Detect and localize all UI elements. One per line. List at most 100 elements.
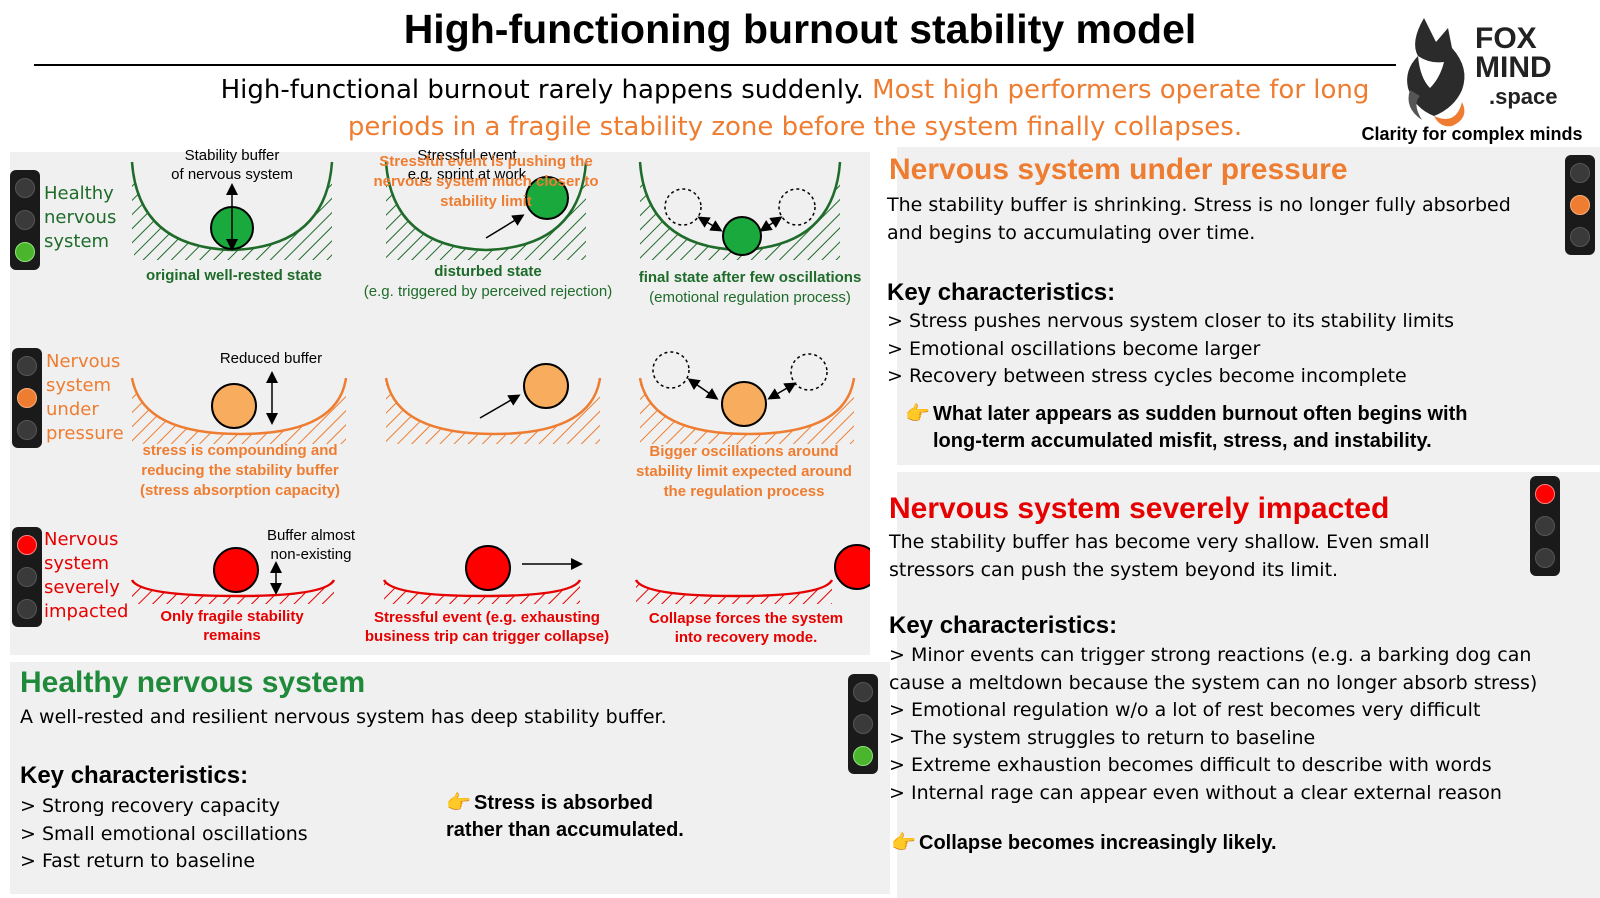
pressure-heading: Nervous system under pressure bbox=[889, 153, 1348, 186]
description-line: The stability buffer has become very sha… bbox=[889, 531, 1430, 553]
healthy-callout: 👉Stress is absorbed rather than accumula… bbox=[446, 790, 684, 844]
caption-line: Only fragile stability bbox=[160, 608, 304, 625]
caption-severe-2: Stressful event (e.g. exhausting busines… bbox=[356, 608, 618, 646]
pressure-key-heading: Key characteristics: bbox=[887, 279, 1116, 306]
well-severe-3 bbox=[634, 544, 870, 604]
stability-wells-diagram bbox=[130, 161, 870, 604]
annotation-line: e.g. sprint at work bbox=[407, 166, 527, 183]
list-item: > Fast return to baseline bbox=[20, 850, 256, 872]
fox-logo-icon bbox=[1407, 18, 1465, 127]
row-label-healthy: Healthy nervous system bbox=[44, 182, 116, 254]
list-item: > Stress pushes nervous system closer to… bbox=[887, 310, 1455, 332]
row-label-line: system bbox=[46, 375, 112, 396]
list-item: > Strong recovery capacity bbox=[20, 795, 281, 817]
logo-wordmark: FOX MIND .space bbox=[1475, 24, 1558, 111]
well-severe-1 bbox=[130, 547, 336, 604]
stability-diagram-panel: Healthy nervous system Nervous system un… bbox=[10, 147, 872, 655]
logo-tagline: Clarity for complex minds bbox=[1361, 124, 1583, 144]
list-item: > The system struggles to return to base… bbox=[889, 726, 1316, 749]
caption-subline: (e.g. triggered by perceived rejection) bbox=[363, 283, 613, 300]
caption-line: (stress absorption capacity) bbox=[139, 482, 341, 499]
list-item: > Minor events can trigger strong reacti… bbox=[889, 644, 1532, 666]
logo-line-space: .space bbox=[1489, 84, 1558, 109]
well-healthy-2 bbox=[384, 161, 588, 260]
row-label-pressure: Nervous system under pressure bbox=[46, 350, 124, 446]
row-label-line: under bbox=[46, 399, 99, 420]
annotation-reduced-buffer: Reduced buffer bbox=[208, 349, 334, 369]
caption-line: stability limit bbox=[440, 193, 532, 210]
traffic-light-severe-icon bbox=[12, 527, 42, 627]
caption-line: business trip can trigger collapse) bbox=[364, 628, 610, 645]
description-line: The stability buffer is shrinking. Stres… bbox=[887, 194, 1511, 216]
caption-line: original well-rested state bbox=[146, 267, 322, 284]
callout-line: What later appears as sudden burnout oft… bbox=[933, 403, 1468, 425]
pointing-hand-icon: 👉 bbox=[446, 792, 471, 814]
logo-line-mind: MIND bbox=[1475, 51, 1552, 84]
caption-healthy-1: original well-rested state bbox=[122, 266, 346, 286]
annotation-line: of nervous system bbox=[171, 166, 293, 183]
caption-line: stability limit expected around bbox=[636, 463, 852, 480]
row-label-line: system bbox=[44, 553, 110, 574]
traffic-light-orange-icon bbox=[1565, 155, 1595, 255]
pointing-hand-icon: 👉 bbox=[905, 403, 930, 425]
caption-line: Collapse forces the system bbox=[648, 610, 844, 627]
well-pressure-1 bbox=[130, 371, 348, 444]
caption-line: the regulation process bbox=[663, 483, 825, 500]
annotation-stressful-event: Stressful event e.g. sprint at work bbox=[392, 146, 542, 184]
healthy-key-heading: Key characteristics: bbox=[20, 762, 249, 789]
row-label-line: Nervous bbox=[44, 529, 119, 550]
caption-line: reducing the stability buffer bbox=[141, 462, 339, 479]
row-label-line: severely bbox=[44, 577, 120, 598]
callout-line: Stress is absorbed bbox=[474, 792, 653, 814]
traffic-light-green-icon bbox=[848, 674, 878, 774]
intro-highlight: Most high performers operate for long pe… bbox=[347, 75, 1370, 142]
severe-characteristics-list: > Minor events can trigger strong reacti… bbox=[889, 642, 1537, 807]
annotation-line: Stressful event bbox=[417, 147, 517, 164]
pointing-hand-icon: 👉 bbox=[891, 832, 916, 854]
caption-line: stress is compounding and bbox=[142, 442, 338, 459]
row-label-line: impacted bbox=[44, 601, 129, 622]
list-item: > Small emotional oscillations bbox=[20, 822, 308, 845]
caption-healthy-3: final state after few oscillations (emot… bbox=[628, 268, 872, 308]
annotation-line: non-existing bbox=[270, 546, 352, 563]
caption-healthy-2: disturbed state (e.g. triggered by perce… bbox=[352, 262, 624, 302]
caption-line: final state after few oscillations bbox=[638, 269, 862, 286]
row-label-line: Healthy bbox=[44, 183, 114, 204]
caption-severe-3: Collapse forces the system into recovery… bbox=[628, 609, 864, 647]
healthy-characteristics-list: > Strong recovery capacity > Small emoti… bbox=[20, 793, 308, 876]
description-line: and begins to accumulating over time. bbox=[887, 222, 1256, 244]
row-label-line: Nervous bbox=[46, 351, 121, 372]
title-divider bbox=[34, 64, 1396, 66]
row-label-line: pressure bbox=[46, 423, 124, 444]
caption-line: nervous system much closer to bbox=[373, 173, 599, 190]
callout-line: rather than accumulated. bbox=[446, 819, 684, 841]
annotation-line: Stability buffer bbox=[184, 147, 280, 164]
healthy-description: A well-rested and resilient nervous syst… bbox=[20, 706, 667, 728]
callout-line: Collapse becomes increasingly likely. bbox=[919, 832, 1277, 854]
well-healthy-1 bbox=[130, 161, 334, 264]
traffic-light-red-icon bbox=[1530, 476, 1560, 576]
pressure-description: The stability buffer is shrinking. Stres… bbox=[887, 191, 1511, 247]
severe-key-heading: Key characteristics: bbox=[889, 612, 1118, 639]
traffic-light-healthy-icon bbox=[10, 170, 40, 270]
caption-line: Stressful event (e.g. exhausting bbox=[374, 609, 600, 626]
caption-line: disturbed state bbox=[434, 263, 542, 280]
page-title: High-functioning burnout stability model bbox=[403, 6, 1197, 52]
list-item: > Extreme exhaustion becomes difficult t… bbox=[889, 754, 1492, 776]
row-label-line: nervous bbox=[44, 207, 117, 228]
healthy-heading: Healthy nervous system bbox=[20, 666, 366, 699]
caption-pressure-3: Bigger oscillations around stability lim… bbox=[624, 442, 864, 502]
well-healthy-3 bbox=[638, 161, 842, 260]
logo-line-fox: FOX bbox=[1475, 22, 1537, 55]
severe-description: The stability buffer has become very sha… bbox=[889, 528, 1430, 584]
annotation-line: Reduced buffer bbox=[219, 350, 323, 367]
caption-pressure-2: Stressful event is pushing the nervous s… bbox=[366, 152, 606, 212]
healthy-system-panel: Healthy nervous system A well-rested and… bbox=[10, 662, 890, 894]
intro-plain: High-functional burnout rarely happens s… bbox=[220, 75, 873, 105]
list-item: > Recovery between stress cycles become … bbox=[887, 365, 1407, 387]
caption-severe-1: Only fragile stability remains bbox=[140, 607, 324, 645]
pressure-callout: 👉What later appears as sudden burnout of… bbox=[905, 401, 1468, 455]
annotation-buffer-almost-non-existing: Buffer almost non-existing bbox=[256, 526, 366, 564]
intro-text: High-functional burnout rarely happens s… bbox=[210, 72, 1380, 146]
caption-line: Stressful event is pushing the bbox=[379, 153, 593, 170]
